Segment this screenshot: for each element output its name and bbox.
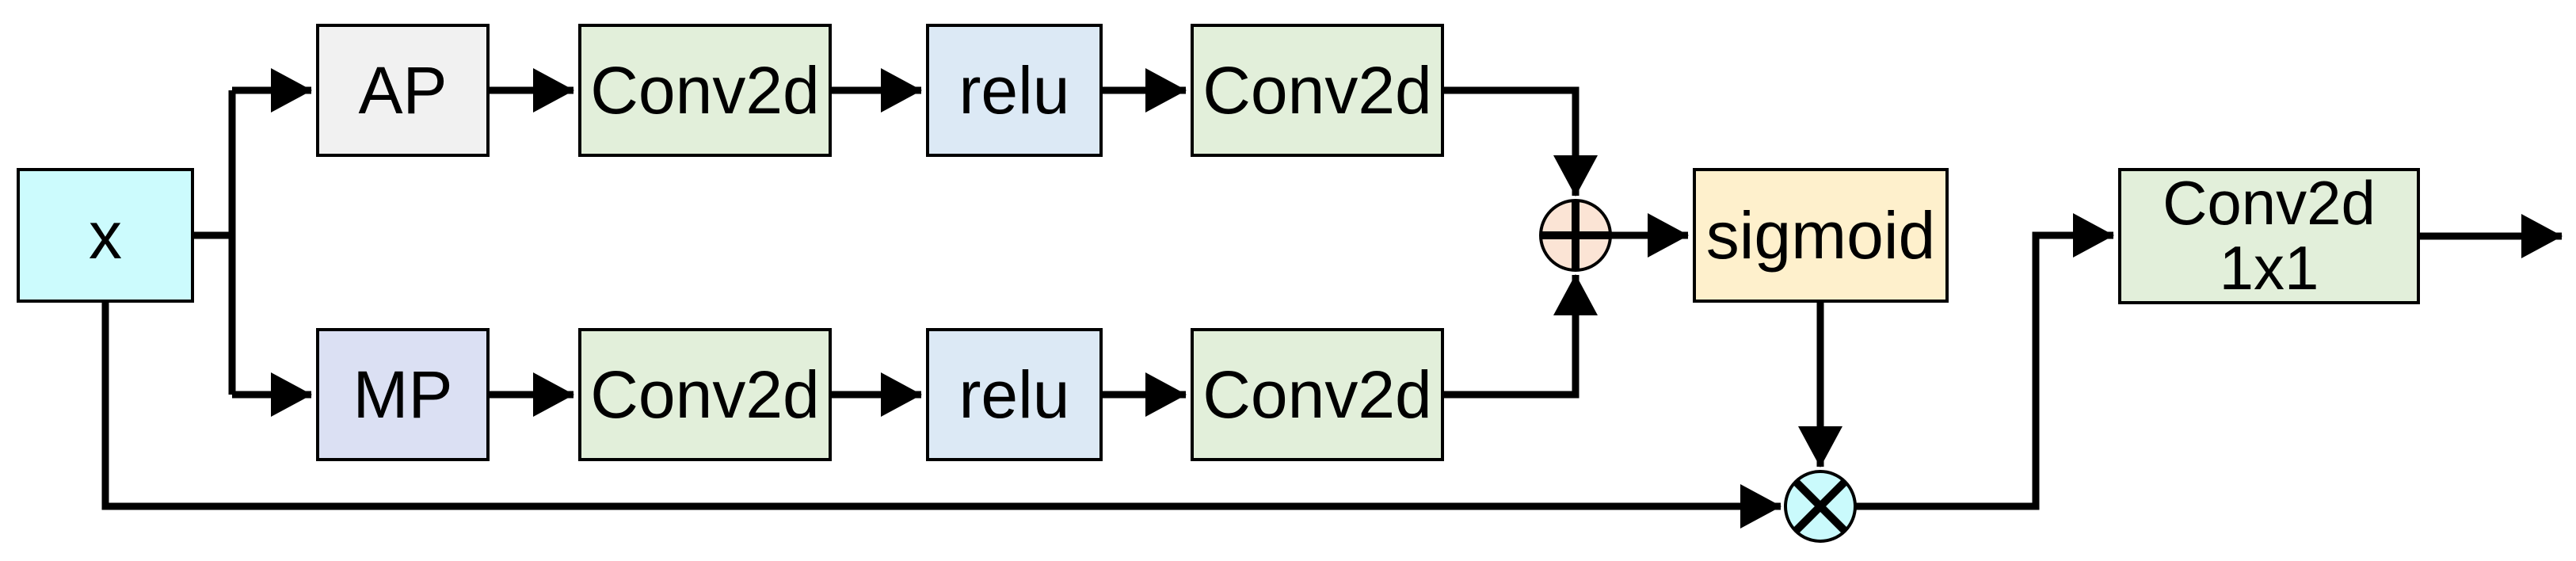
node-conv2d-1x1-label-line1: Conv2d <box>2163 168 2376 239</box>
node-conv2d-top-1: Conv2d <box>578 24 832 157</box>
node-max-pool: MP <box>316 328 490 461</box>
node-conv2d-top-1-label: Conv2d <box>590 52 820 128</box>
multiply-operator-icon <box>1784 470 1857 543</box>
node-input-x: x <box>17 168 194 303</box>
node-relu-top-label: relu <box>958 52 1070 128</box>
add-operator-icon <box>1539 199 1612 272</box>
node-sigmoid: sigmoid <box>1693 168 1949 303</box>
node-conv2d-top-2-label: Conv2d <box>1202 52 1432 128</box>
node-conv2d-1x1: Conv2d 1x1 <box>2118 168 2420 304</box>
edge-multiply-to-conv1x1 <box>1855 213 2114 510</box>
edge-x-branch-spine <box>194 90 236 395</box>
node-average-pool-label: AP <box>358 52 448 128</box>
node-conv2d-bottom-1-label: Conv2d <box>590 357 820 432</box>
node-relu-top: relu <box>926 24 1103 157</box>
node-conv2d-bottom-2-label: Conv2d <box>1202 357 1432 432</box>
node-relu-bottom-label: relu <box>958 357 1070 432</box>
node-max-pool-label: MP <box>352 357 453 432</box>
node-average-pool: AP <box>316 24 490 157</box>
node-sigmoid-label: sigmoid <box>1705 197 1936 273</box>
node-conv2d-bottom-1: Conv2d <box>578 328 832 461</box>
edge-conv-bottom-to-add <box>1444 274 1598 399</box>
node-conv2d-1x1-label-line2: 1x1 <box>2219 233 2319 303</box>
edge-conv-top-to-add <box>1444 86 1598 197</box>
node-input-x-label: x <box>89 197 122 273</box>
node-conv2d-bottom-2: Conv2d <box>1191 328 1444 461</box>
node-conv2d-top-2: Conv2d <box>1191 24 1444 157</box>
edge-x-skip-to-multiply <box>101 303 1781 529</box>
node-relu-bottom: relu <box>926 328 1103 461</box>
